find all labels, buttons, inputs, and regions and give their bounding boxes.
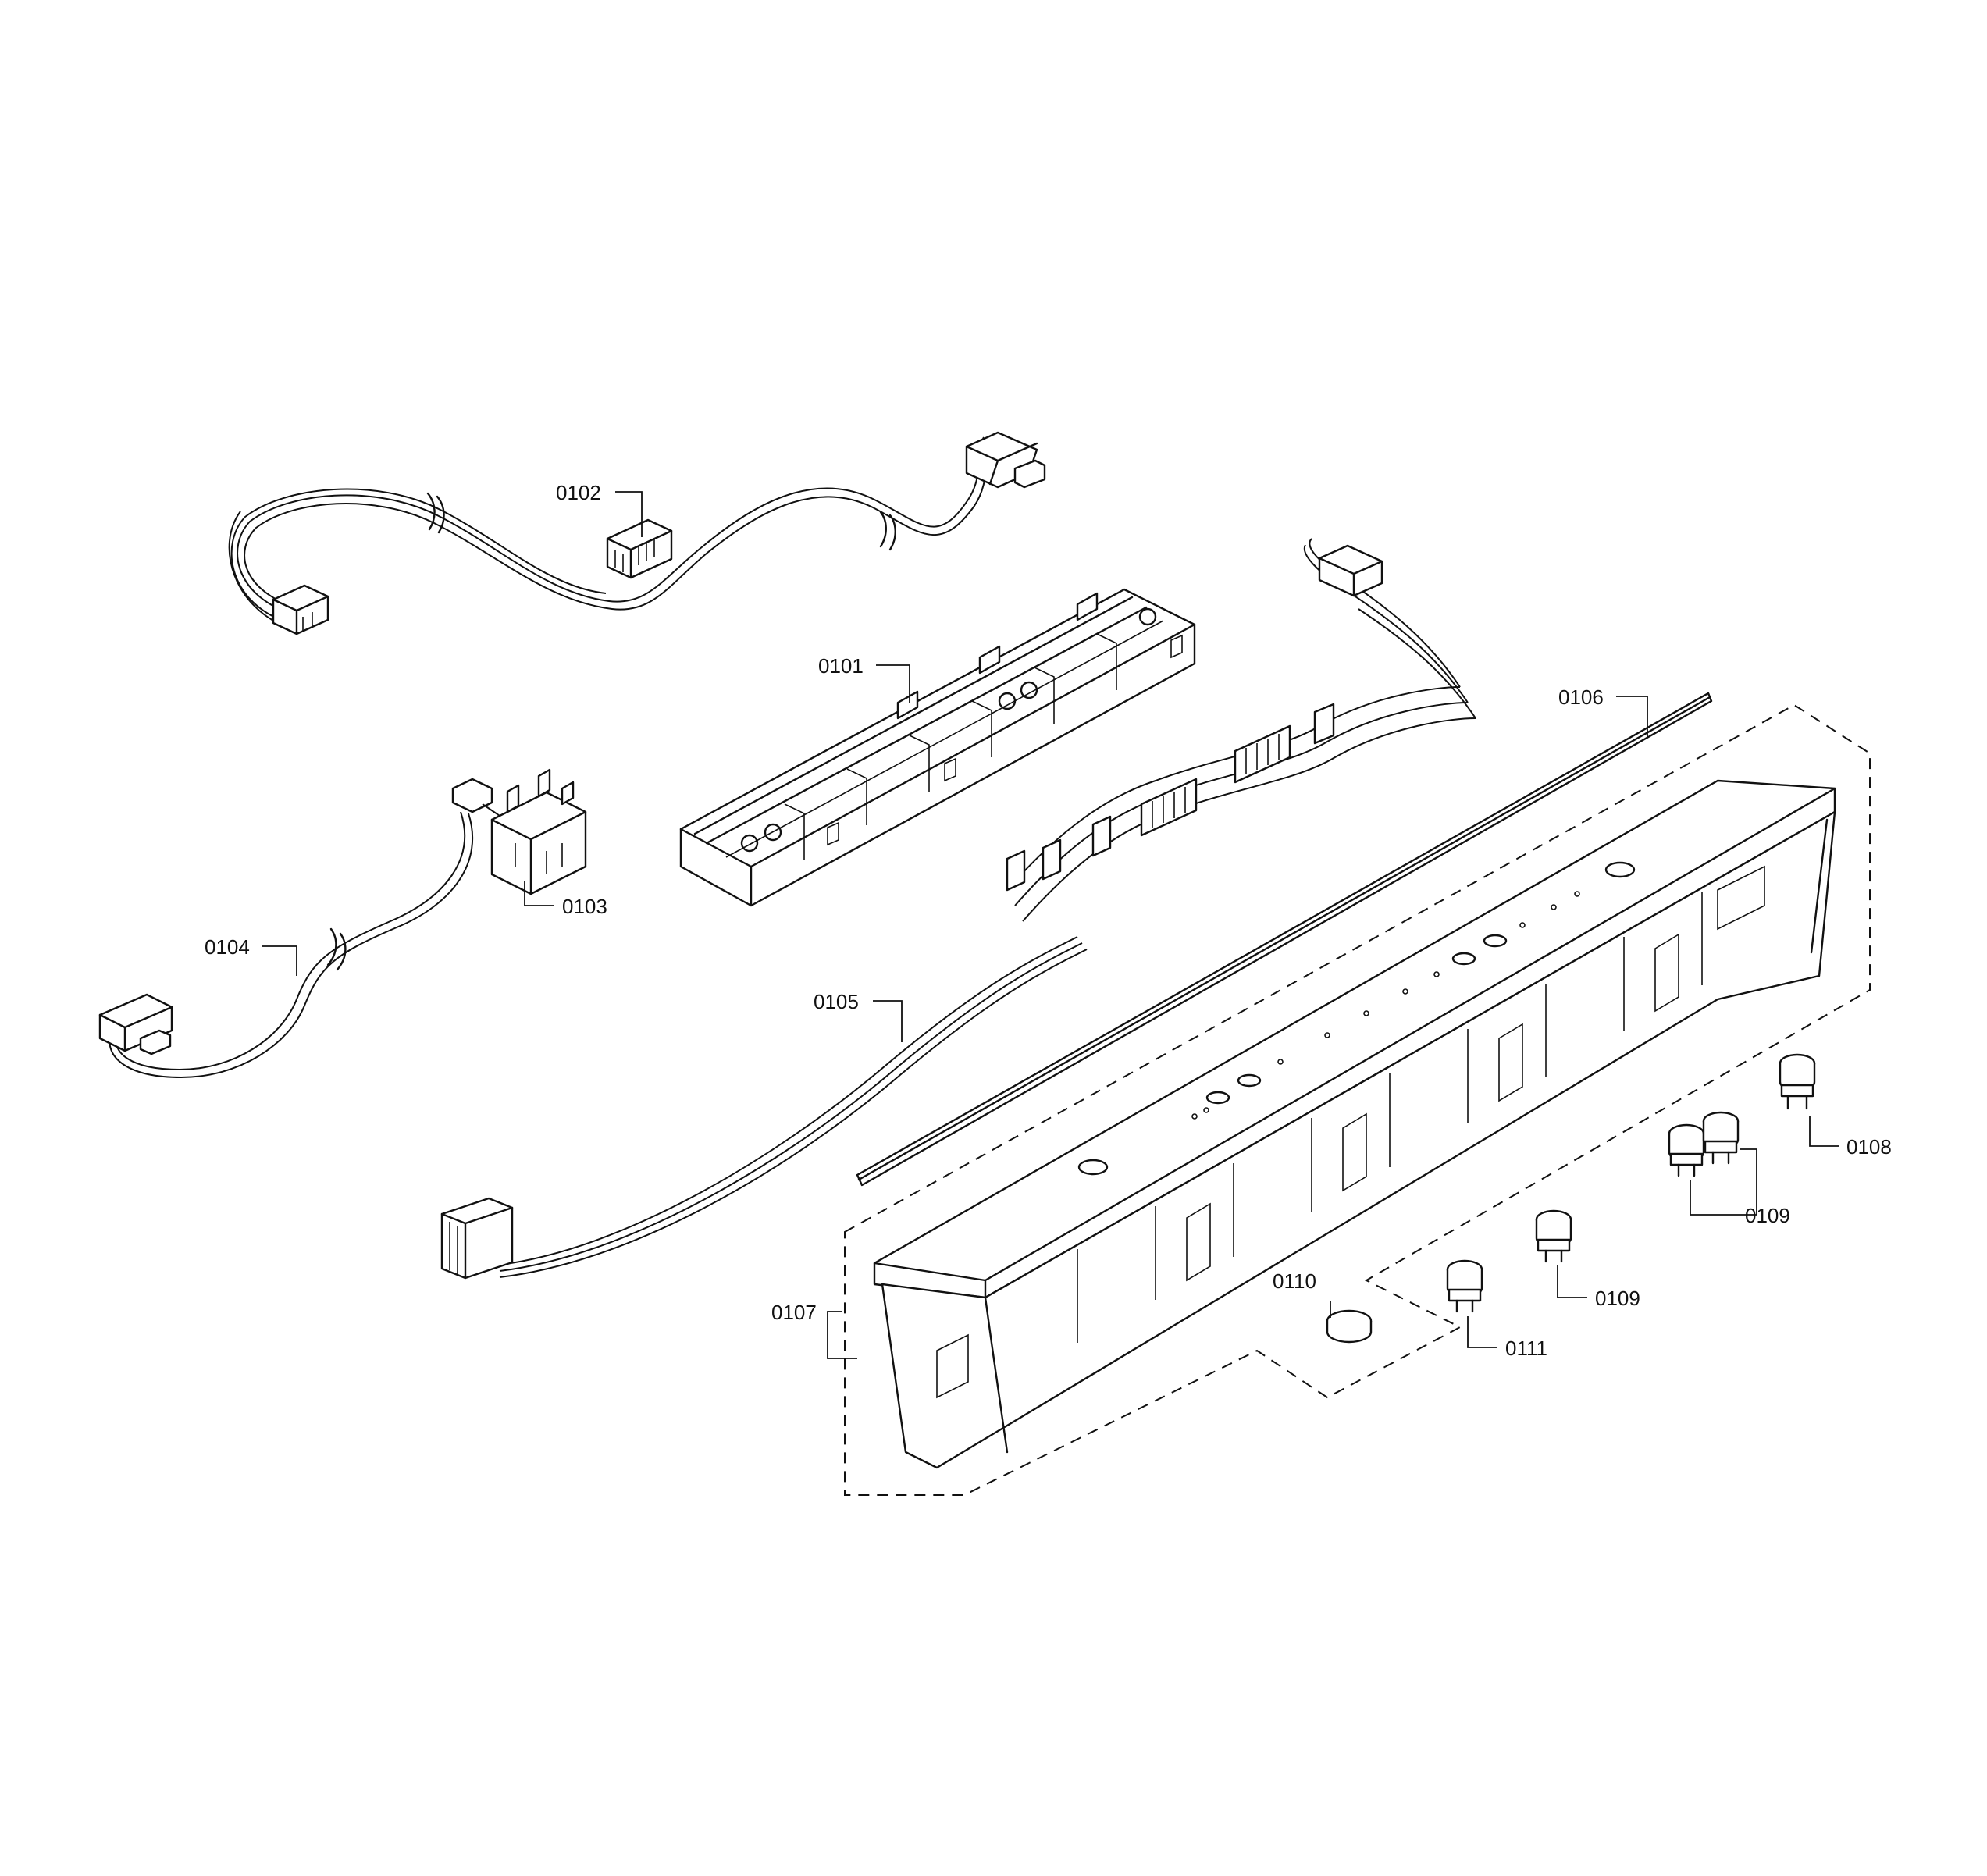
callout-0110: 0110 xyxy=(1273,1269,1316,1293)
button-knob-0109-single[interactable] xyxy=(1535,1209,1572,1263)
callout-0101: 0101 xyxy=(818,654,864,678)
connector-plug-0104 xyxy=(98,993,173,1055)
connector-plug-center xyxy=(606,518,673,579)
connector-plug-right xyxy=(965,431,1046,489)
callout-0105: 0105 xyxy=(814,990,859,1013)
module-segments xyxy=(740,607,1183,860)
seal-strip-0106[interactable] xyxy=(856,692,1713,1187)
sensor-block-0103[interactable] xyxy=(451,768,587,895)
callout-0108: 0108 xyxy=(1846,1135,1892,1159)
callout-0111: 0111 xyxy=(1505,1337,1547,1360)
loom-connectors xyxy=(1006,544,1383,892)
connector-plug-left xyxy=(272,584,329,635)
lens-cap-0110[interactable] xyxy=(1326,1309,1373,1344)
callout-0102: 0102 xyxy=(556,481,601,504)
button-knob-0109-pair[interactable] xyxy=(1668,1111,1740,1177)
leader-lines xyxy=(262,491,1839,1359)
wire-harness-0104[interactable] xyxy=(98,811,474,1079)
panel-button-holes xyxy=(1077,861,1636,1176)
callout-labels: 0101 0102 0103 0104 0105 0106 0107 0108 … xyxy=(205,481,1892,1360)
callout-0109-upper: 0109 xyxy=(1745,1204,1790,1227)
control-module-0101[interactable] xyxy=(679,588,1196,907)
callout-0109-lower: 0109 xyxy=(1595,1287,1640,1310)
callout-0104: 0104 xyxy=(205,935,250,959)
callout-0107: 0107 xyxy=(771,1301,817,1324)
callout-0103: 0103 xyxy=(562,895,607,918)
wire-harness-0102[interactable] xyxy=(228,431,1046,635)
callout-0106: 0106 xyxy=(1558,685,1604,709)
ribbon-connector-block xyxy=(440,1197,514,1280)
panel-ribs xyxy=(936,865,1765,1399)
button-knob-0108[interactable] xyxy=(1779,1053,1816,1110)
assembly-outline xyxy=(844,703,1871,1496)
button-knob-0111[interactable] xyxy=(1446,1259,1483,1313)
ribbon-harness-0105[interactable] xyxy=(440,538,1476,1280)
panel-housing-0107[interactable] xyxy=(873,779,1836,1469)
